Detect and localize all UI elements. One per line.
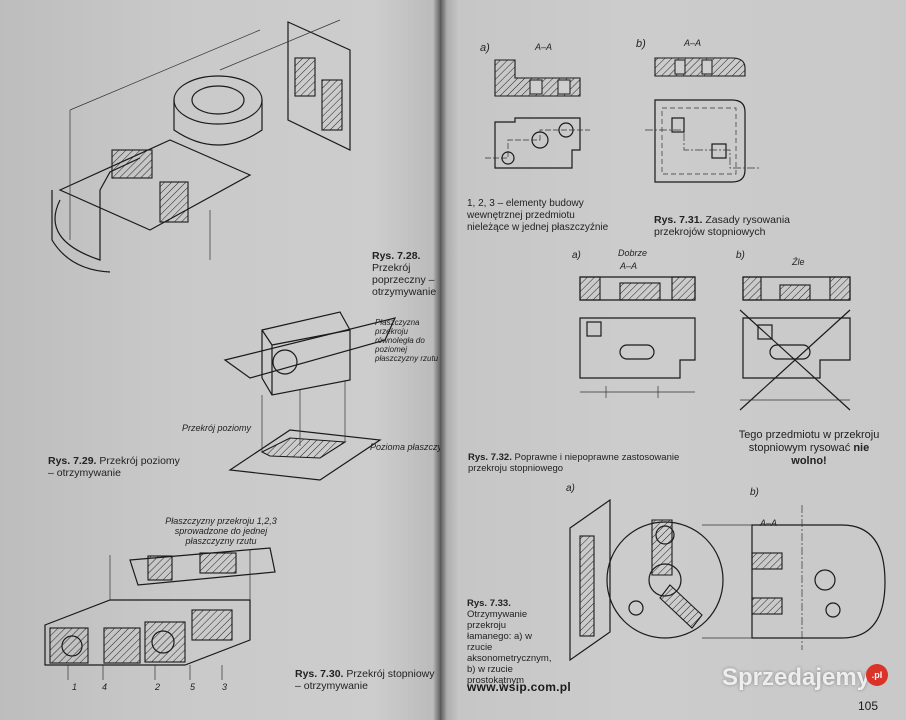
fig732a-section-label: A–A (620, 261, 638, 271)
right-page-drawings (485, 57, 886, 662)
fig731b-section-label: A–A (684, 38, 702, 48)
fig728-text: Przekrój poprzeczny – otrzymywanie (372, 262, 437, 298)
fig732b-drawing (739, 276, 851, 411)
plane-label: Płaszczyzna przekroju równoległa do pozi… (375, 318, 439, 363)
fig731a-drawing (485, 59, 590, 169)
part-label-3: 3 (222, 682, 228, 692)
publisher-url[interactable]: www.wsip.com.pl (467, 680, 572, 694)
fig733-text: Otrzymywanie przekroju łamanego: a) w rz… (467, 609, 552, 686)
fig730-drawing (44, 547, 276, 680)
fig731b-drawing (645, 57, 760, 183)
fig732-warning-text: Tego przedmiotu w przekroju stopniowym r… (738, 429, 880, 454)
part-label-5: 5 (190, 682, 196, 692)
fig730-caption: Rys. 7.30. Przekrój stopniowy – otrzymyw… (295, 668, 440, 692)
fig732-bad-label: Źle (792, 257, 805, 267)
fig731-a-label: a) (480, 42, 490, 54)
fig733-a-label: a) (566, 483, 575, 494)
page-number: 105 (858, 699, 879, 713)
part-label-4: 4 (102, 682, 108, 692)
watermark-badge: .pl (866, 664, 888, 686)
fig732-good-label: Dobrze (618, 248, 648, 258)
fig729-text: Przekrój poziomy – otrzymywanie (48, 455, 180, 479)
fig731-number: Rys. 7.31. (654, 214, 703, 226)
fig732a-drawing (579, 276, 696, 398)
left-page: Rys. 7.28. Przekrój poprzeczny – otrzymy… (0, 0, 440, 720)
fig728-drawing (51, 19, 351, 273)
fig731-text: Zasady rysowania przekrojów stopniowych (654, 214, 790, 238)
fig732-a-label: a) (572, 250, 581, 261)
fig729-drawing (223, 311, 397, 481)
part-label-2: 2 (155, 682, 161, 692)
planes-123-label: Płaszczyzny przekroju 1,2,3 sprowadzone … (165, 516, 277, 546)
right-page: a) A–A b) A–A 1, 2, 3 – elementy budowy … (440, 0, 906, 720)
fig732-caption: Rys. 7.32. Poprawne i niepoprawne zastos… (468, 452, 698, 474)
fig733-caption: Rys. 7.33. Otrzymywanie przekroju łamane… (467, 598, 551, 686)
horizontal-section-label: Przekrój poziomy (182, 423, 252, 433)
fig731-note: 1, 2, 3 – elementy budowy wewnętrznej pr… (467, 198, 609, 233)
fig733-b-label: b) (750, 487, 759, 498)
fig732-warning-bold: nie wolno! (791, 442, 870, 467)
part-label-1: 1 (72, 682, 78, 692)
fig729-caption: Rys. 7.29. Przekrój poziomy – otrzymywan… (48, 455, 188, 479)
fig732-number: Rys. 7.32. (468, 452, 512, 463)
fig728-caption: Rys. 7.28. Przekrój poprzeczny – otrzymy… (372, 250, 440, 298)
fig729-number: Rys. 7.29. (48, 455, 97, 467)
fig728-number: Rys. 7.28. (372, 250, 421, 262)
fig732-text: Poprawne i niepoprawne zastosowanie prze… (468, 452, 680, 474)
fig733-number: Rys. 7.33. (467, 598, 511, 609)
fig732-b-label: b) (736, 250, 745, 261)
watermark-text: Sprzedajemy (722, 664, 871, 691)
fig731a-section-label: A–A (535, 42, 553, 52)
fig733-section-label: A–A (760, 518, 778, 528)
fig730-text: Przekrój stopniowy – otrzymywanie (295, 668, 435, 692)
left-page-drawings (44, 19, 397, 680)
fig732-warning: Tego przedmiotu w przekroju stopniowym r… (734, 429, 884, 468)
fig731-b-label: b) (636, 38, 646, 50)
horizontal-plane-label: Pozioma płaszczyzna rzutu (370, 442, 440, 452)
fig733-drawing (569, 498, 886, 662)
book-gutter (433, 0, 447, 720)
fig731-caption: Rys. 7.31. Zasady rysowania przekrojów s… (654, 214, 840, 238)
fig730-number: Rys. 7.30. (295, 668, 344, 680)
